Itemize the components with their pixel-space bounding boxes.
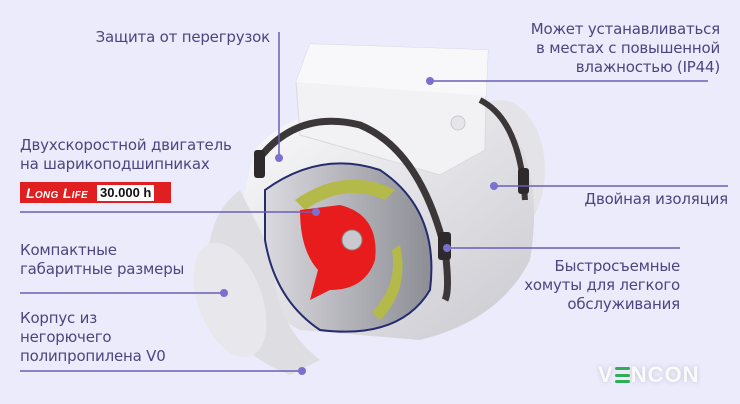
dot-humidity bbox=[426, 77, 434, 85]
logo-prefix: V bbox=[598, 362, 614, 387]
logo-e-mark-icon bbox=[614, 367, 630, 383]
clamp-latch bbox=[254, 150, 265, 178]
callout-dots bbox=[220, 77, 498, 375]
callout-compact-size: Компактные габаритные размеры bbox=[20, 241, 185, 278]
long-life-label: Long Life bbox=[26, 184, 89, 201]
callout-two-speed-motor: Двухскоростной двигатель на шарикоподшип… bbox=[20, 136, 232, 173]
long-life-badge: Long Life 30.000 h bbox=[20, 182, 171, 203]
stator-vane bbox=[295, 179, 395, 210]
callout-quick-release-clamps: Быстросъемные хомуты для легкого обслужи… bbox=[524, 257, 680, 313]
inlet-rim bbox=[193, 242, 267, 358]
callout-humidity-ip44: Может устанавливаться в местах с повышен… bbox=[530, 20, 720, 76]
leader-lines bbox=[20, 32, 728, 372]
clamp-front bbox=[259, 117, 451, 302]
dot-insulation bbox=[490, 182, 498, 190]
dot-overload bbox=[275, 154, 283, 162]
dot-motor bbox=[312, 208, 320, 216]
terminal-box-lid bbox=[296, 44, 488, 96]
logo-suffix: NCON bbox=[630, 362, 700, 387]
impeller bbox=[300, 205, 376, 300]
vencon-logo: V NCON bbox=[598, 362, 699, 388]
callout-double-insulation: Двойная изоляция bbox=[584, 190, 728, 208]
stator-vane bbox=[372, 245, 403, 320]
callout-fireproof-housing: Корпус из негорючего полипропилена V0 bbox=[20, 309, 166, 365]
long-life-hours: 30.000 h bbox=[97, 184, 155, 201]
clamp-latch bbox=[518, 168, 529, 194]
impeller-hub bbox=[341, 229, 363, 251]
dot-compact bbox=[220, 289, 228, 297]
cable-gland bbox=[450, 115, 466, 131]
dot-clamps bbox=[443, 244, 451, 252]
callout-overload-protection: Защита от перегрузок bbox=[95, 28, 271, 46]
dot-housing bbox=[298, 367, 306, 375]
